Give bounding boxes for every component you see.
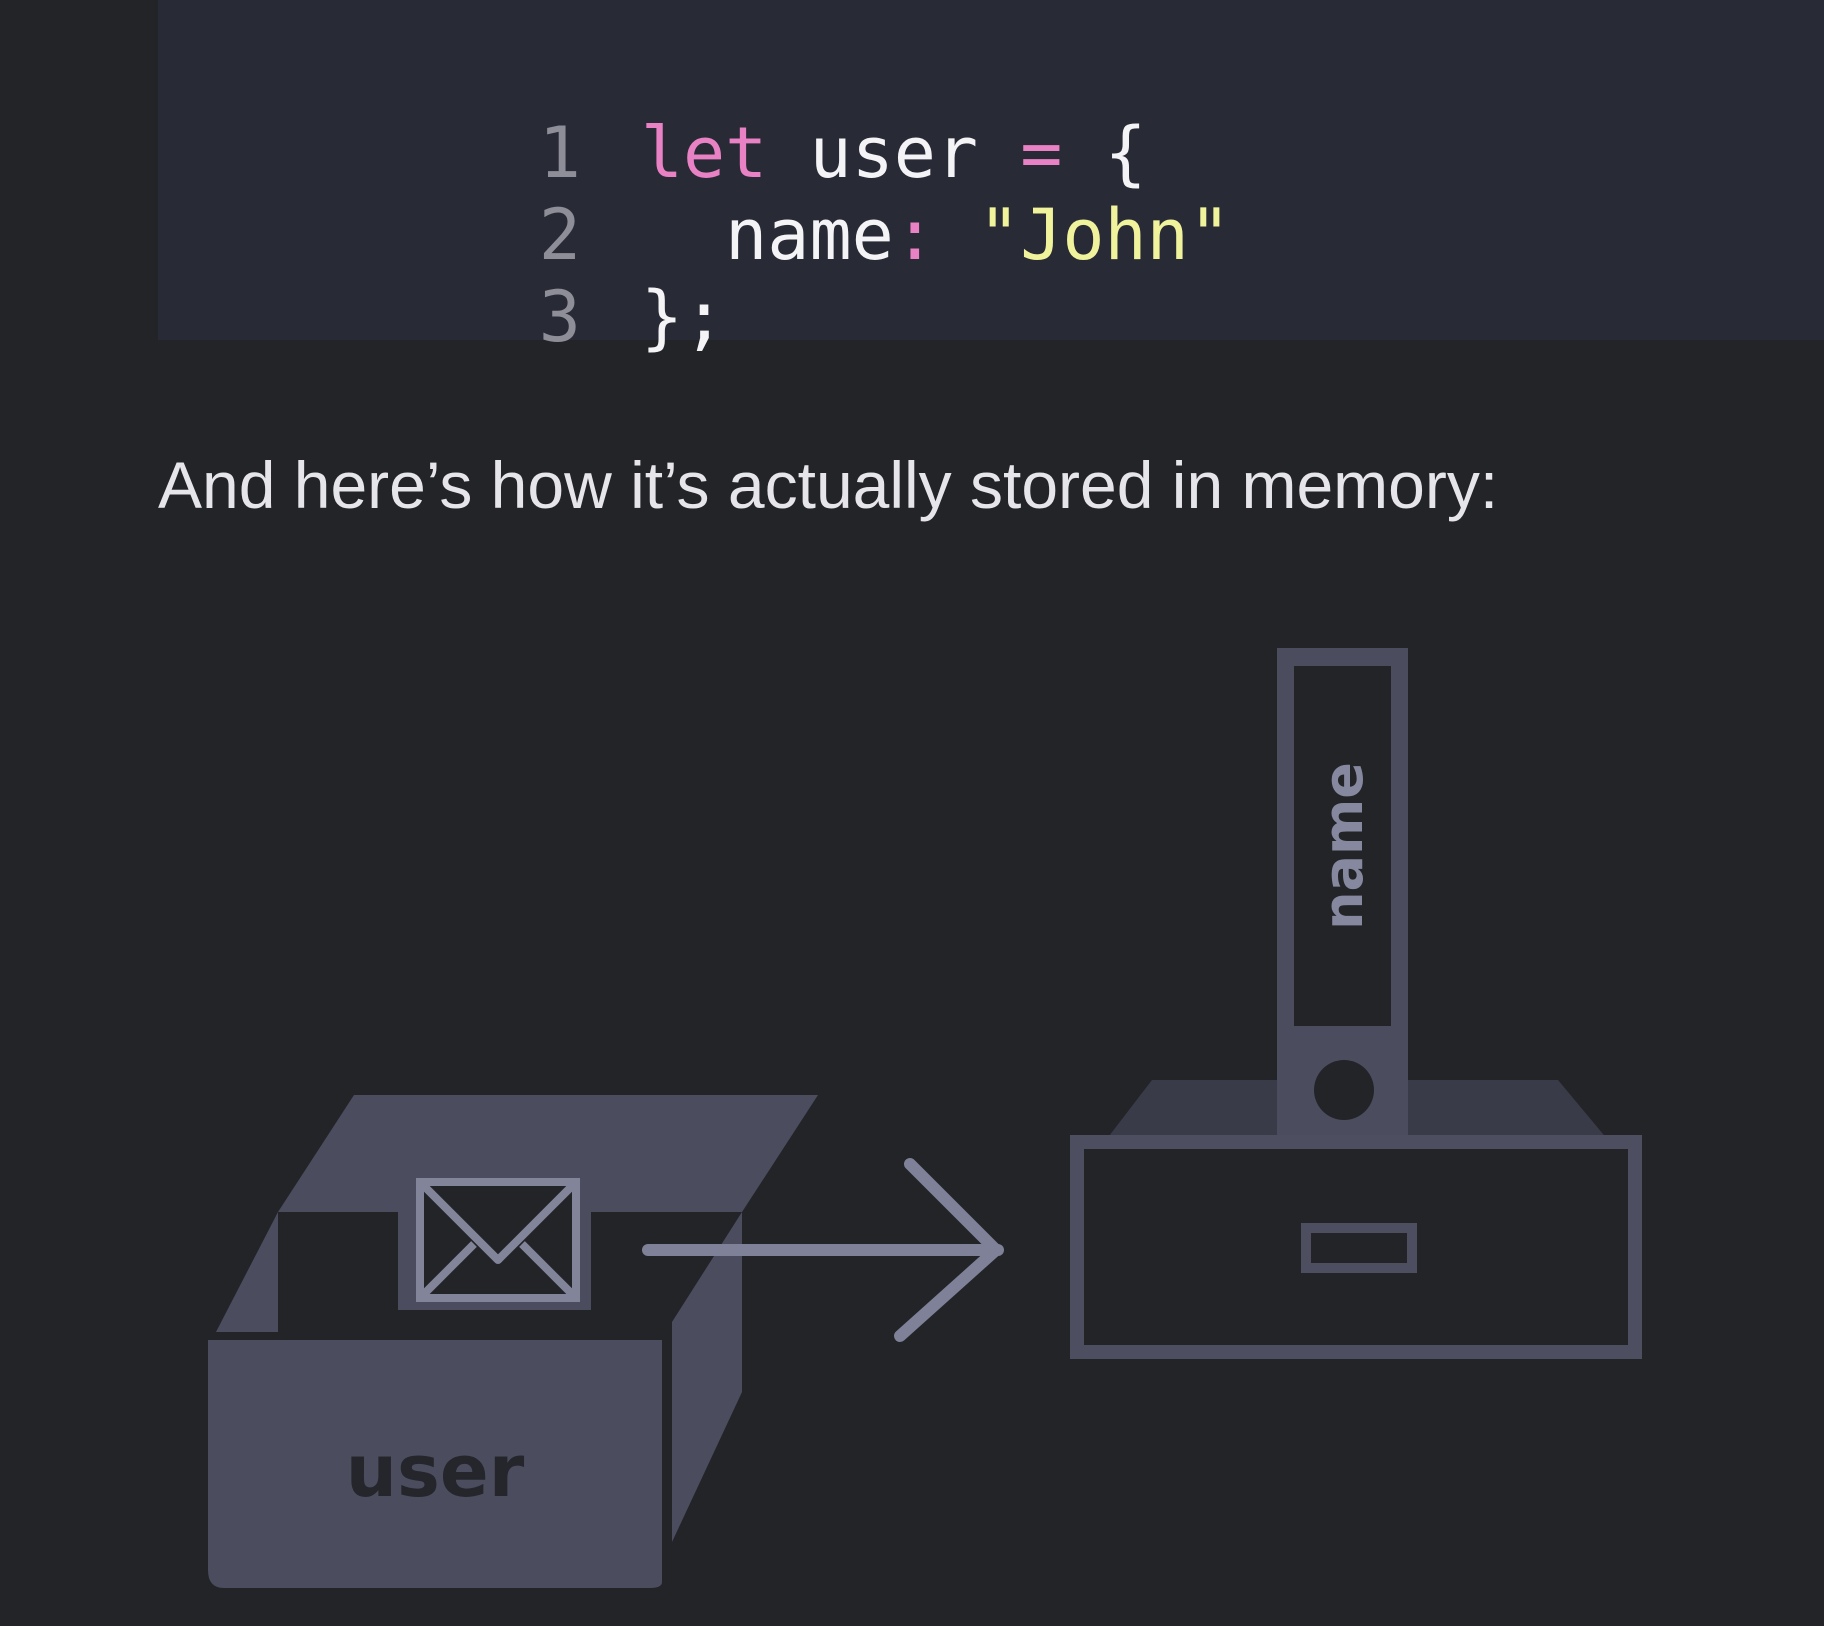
name-binder: name <box>1277 648 1408 1146</box>
user-box: user <box>208 1095 818 1588</box>
code-token: name <box>640 194 894 276</box>
code-line-3: 3}; <box>158 194 725 358</box>
code-block: 1 let user = { 2 name: "John" 3}; <box>158 0 1824 358</box>
code-token: let <box>640 112 768 194</box>
code-token <box>936 194 978 276</box>
drawer-handle <box>1301 1223 1417 1273</box>
code-token: { <box>1062 112 1147 194</box>
code-line-1: 1 let user = { <box>158 30 1147 194</box>
code-token: }; <box>640 276 726 358</box>
code-token: : <box>893 194 936 276</box>
box-left-flap <box>216 1212 278 1332</box>
box-front-panel <box>208 1340 662 1588</box>
binder-label-window <box>1294 666 1391 1026</box>
line-number: 1 <box>538 112 581 194</box>
code-line-2: 2 name: "John" <box>158 112 1231 276</box>
binder-label: name <box>1312 762 1375 930</box>
memory-cabinet: name <box>1070 648 1642 1359</box>
memory-diagram-svg: user name <box>208 648 1642 1588</box>
line-number: 3 <box>538 276 581 358</box>
line-number: 2 <box>538 194 581 276</box>
box-label: user <box>346 1429 525 1513</box>
arrow-right-icon <box>642 1158 1004 1342</box>
binder-ring-hole <box>1314 1060 1374 1120</box>
box-right-side <box>672 1212 742 1542</box>
memory-diagram: user name <box>0 620 1824 1626</box>
envelope-icon <box>416 1178 580 1302</box>
cabinet-drawer <box>1070 1135 1642 1359</box>
memory-paragraph: And here’s how it’s actually stored in m… <box>158 448 1499 522</box>
code-token: "John" <box>978 194 1231 276</box>
code-token: = <box>1020 112 1063 194</box>
code-token: user <box>767 112 1021 194</box>
